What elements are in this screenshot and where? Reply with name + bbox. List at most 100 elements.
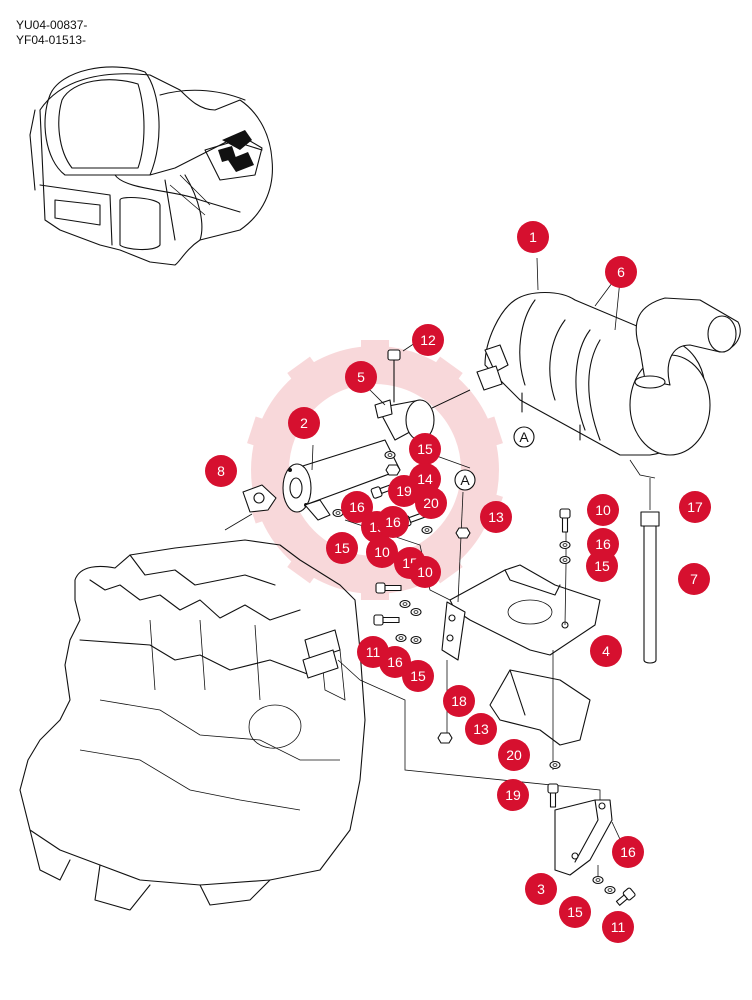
bolt-part xyxy=(375,582,402,594)
part-callout: 15 xyxy=(559,896,591,928)
part-callout: 13 xyxy=(465,713,497,745)
machine-overview-illustration xyxy=(29,66,273,266)
callout-badge xyxy=(402,660,434,692)
callout-badge xyxy=(412,324,444,356)
callout-badge xyxy=(587,494,619,526)
part-callout: 20 xyxy=(415,487,447,519)
washer-part xyxy=(559,555,571,565)
callout-badge xyxy=(605,256,637,288)
washer-hole xyxy=(562,558,568,562)
callout-number: 15 xyxy=(567,904,583,920)
callout-badge xyxy=(480,501,512,533)
callout-badge xyxy=(678,563,710,595)
washer-part xyxy=(549,760,561,770)
callout-number: 14 xyxy=(417,471,433,487)
part-callout: 15 xyxy=(402,660,434,692)
nut-part xyxy=(437,732,453,744)
part-callout: 19 xyxy=(497,779,529,811)
reference-mark-text: A xyxy=(460,472,470,488)
callout-badge xyxy=(559,896,591,928)
callout-number: 17 xyxy=(687,499,703,515)
part-callout: 16 xyxy=(377,506,409,538)
callout-number: 20 xyxy=(506,747,522,763)
muffler-part xyxy=(476,292,741,479)
callout-number: 20 xyxy=(423,495,439,511)
callout-number: 16 xyxy=(387,654,403,670)
callout-number: 10 xyxy=(595,502,611,518)
callout-badge xyxy=(465,713,497,745)
part-callout: 16 xyxy=(341,491,373,523)
callout-badge xyxy=(345,361,377,393)
callout-number: 19 xyxy=(396,483,412,499)
callout-number: 8 xyxy=(217,463,225,479)
callout-number: 10 xyxy=(417,564,433,580)
bolt-part xyxy=(373,614,400,626)
callout-badge xyxy=(679,491,711,523)
nut-part xyxy=(455,527,471,539)
part-callout: 2 xyxy=(288,407,320,439)
part-callout: 15 xyxy=(326,532,358,564)
part-callout: 18 xyxy=(443,685,475,717)
washer-hole xyxy=(595,878,601,882)
washer-hole xyxy=(387,453,393,457)
bolt-part xyxy=(387,349,401,403)
part-callout: 6 xyxy=(605,256,637,288)
part-callout: 1 xyxy=(517,221,549,253)
callout-number: 16 xyxy=(620,844,636,860)
part-callout: 15 xyxy=(409,433,441,465)
pipe-clamp-part xyxy=(374,389,471,441)
part-callout: 12 xyxy=(412,324,444,356)
washer-hole xyxy=(413,610,419,614)
washer-hole xyxy=(607,888,613,892)
washer-part xyxy=(559,540,571,550)
heat-shield-part xyxy=(489,669,591,746)
callout-number: 6 xyxy=(617,264,625,280)
callout-badge xyxy=(326,532,358,564)
bolt-part xyxy=(547,783,559,808)
engine-block-illustration xyxy=(19,539,366,911)
callout-badge xyxy=(379,646,411,678)
callout-badge xyxy=(612,836,644,868)
washer-hole xyxy=(402,602,408,606)
callout-badge xyxy=(409,433,441,465)
callout-badge xyxy=(498,739,530,771)
part-callout: 3 xyxy=(525,873,557,905)
washer-part xyxy=(592,875,604,885)
washer-hole xyxy=(562,543,568,547)
callout-number: 11 xyxy=(611,919,626,935)
callout-number: 2 xyxy=(300,415,308,431)
callout-badge xyxy=(443,685,475,717)
callout-badge xyxy=(497,779,529,811)
part-callout: 10 xyxy=(587,494,619,526)
washer-hole xyxy=(552,763,558,767)
washer-part xyxy=(410,635,422,645)
part-callout: 10 xyxy=(409,556,441,588)
callout-number: 13 xyxy=(488,509,504,525)
callout-number: 15 xyxy=(334,540,350,556)
nut-part xyxy=(385,464,401,476)
callout-number: 16 xyxy=(595,536,611,552)
reference-mark-text: A xyxy=(519,429,529,445)
callout-badge xyxy=(205,455,237,487)
callout-number: 11 xyxy=(366,644,381,660)
callout-badge xyxy=(517,221,549,253)
callout-badge xyxy=(409,556,441,588)
part-callout: 17 xyxy=(679,491,711,523)
callout-badge xyxy=(341,491,373,523)
gasket-part xyxy=(224,484,277,531)
washer-part xyxy=(410,607,422,617)
stay-bracket-part xyxy=(554,799,613,876)
part-callout: 19 xyxy=(388,475,420,507)
callout-number: 5 xyxy=(357,369,365,385)
part-callout: 11 xyxy=(602,911,634,943)
callout-badge xyxy=(288,407,320,439)
washer-part xyxy=(384,450,396,460)
callout-number: 18 xyxy=(451,693,467,709)
callout-number: 12 xyxy=(420,332,436,348)
part-callout: 4 xyxy=(590,635,622,667)
part-callout: 15 xyxy=(586,550,618,582)
washer-part xyxy=(604,885,616,895)
callout-badge xyxy=(525,873,557,905)
